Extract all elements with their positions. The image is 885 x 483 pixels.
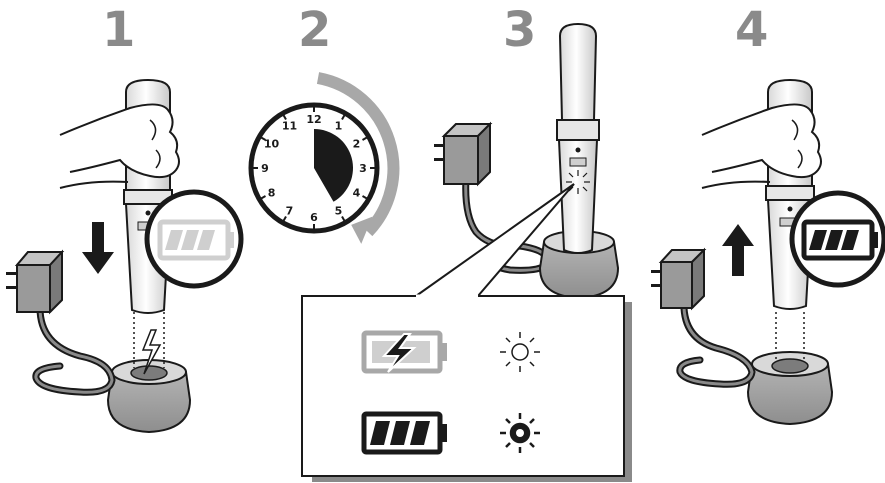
dial-number: 10	[264, 138, 280, 151]
power-cable	[32, 304, 116, 396]
step-number-2: 2	[298, 2, 331, 58]
power-adapter	[651, 247, 707, 311]
dial-number: 1	[335, 120, 343, 133]
dial-number: 2	[353, 138, 361, 151]
dial-number: 6	[310, 211, 318, 224]
insert-down-arrow-icon	[82, 222, 114, 274]
step-1-illustration	[6, 78, 244, 434]
battery-full-icon	[361, 411, 447, 455]
dial-tick	[259, 136, 267, 141]
dial-number: 5	[335, 204, 343, 217]
dial-tick	[259, 195, 267, 200]
dial-tick	[282, 215, 287, 223]
toothbrush-in-charger	[556, 22, 600, 254]
dial-tick	[361, 195, 369, 200]
charging-base	[106, 359, 192, 434]
dial-tick	[341, 215, 346, 223]
indicator-glow-icon	[566, 170, 590, 194]
time-progress-arc	[316, 72, 400, 237]
battery-full-icon	[801, 219, 878, 261]
dial-number: 11	[282, 120, 297, 133]
dial-number: 9	[261, 162, 269, 175]
remove-up-arrow-icon	[722, 224, 754, 276]
dial-tick	[282, 113, 287, 121]
step-3-illustration	[301, 22, 632, 482]
dial-number: 4	[353, 187, 361, 200]
charging-base	[746, 351, 834, 426]
elapsed-time-wedge	[314, 129, 354, 202]
indicator-legend-panel	[301, 294, 632, 482]
step-number-1: 1	[102, 2, 135, 58]
step-number-4: 4	[735, 2, 768, 58]
battery-full-callout	[789, 190, 885, 288]
power-adapter	[434, 121, 493, 187]
power-cable	[676, 296, 756, 388]
step-number-3: 3	[503, 2, 536, 58]
battery-low-callout	[144, 189, 244, 289]
dial-number: 3	[359, 162, 367, 175]
hand	[701, 103, 822, 179]
power-adapter	[6, 249, 65, 315]
dial-tick	[361, 136, 369, 141]
dial-number: 7	[286, 204, 294, 217]
hand	[59, 103, 180, 179]
step-4-illustration	[651, 78, 885, 426]
light-steady-icon	[500, 413, 540, 453]
charging-spark-icon	[141, 329, 162, 375]
light-blinking-icon	[500, 332, 540, 372]
battery-low-icon	[157, 219, 234, 261]
dial-number: 12	[306, 113, 321, 126]
dial-number: 8	[268, 187, 276, 200]
dial-tick	[341, 113, 346, 121]
battery-charging-icon	[361, 330, 447, 374]
